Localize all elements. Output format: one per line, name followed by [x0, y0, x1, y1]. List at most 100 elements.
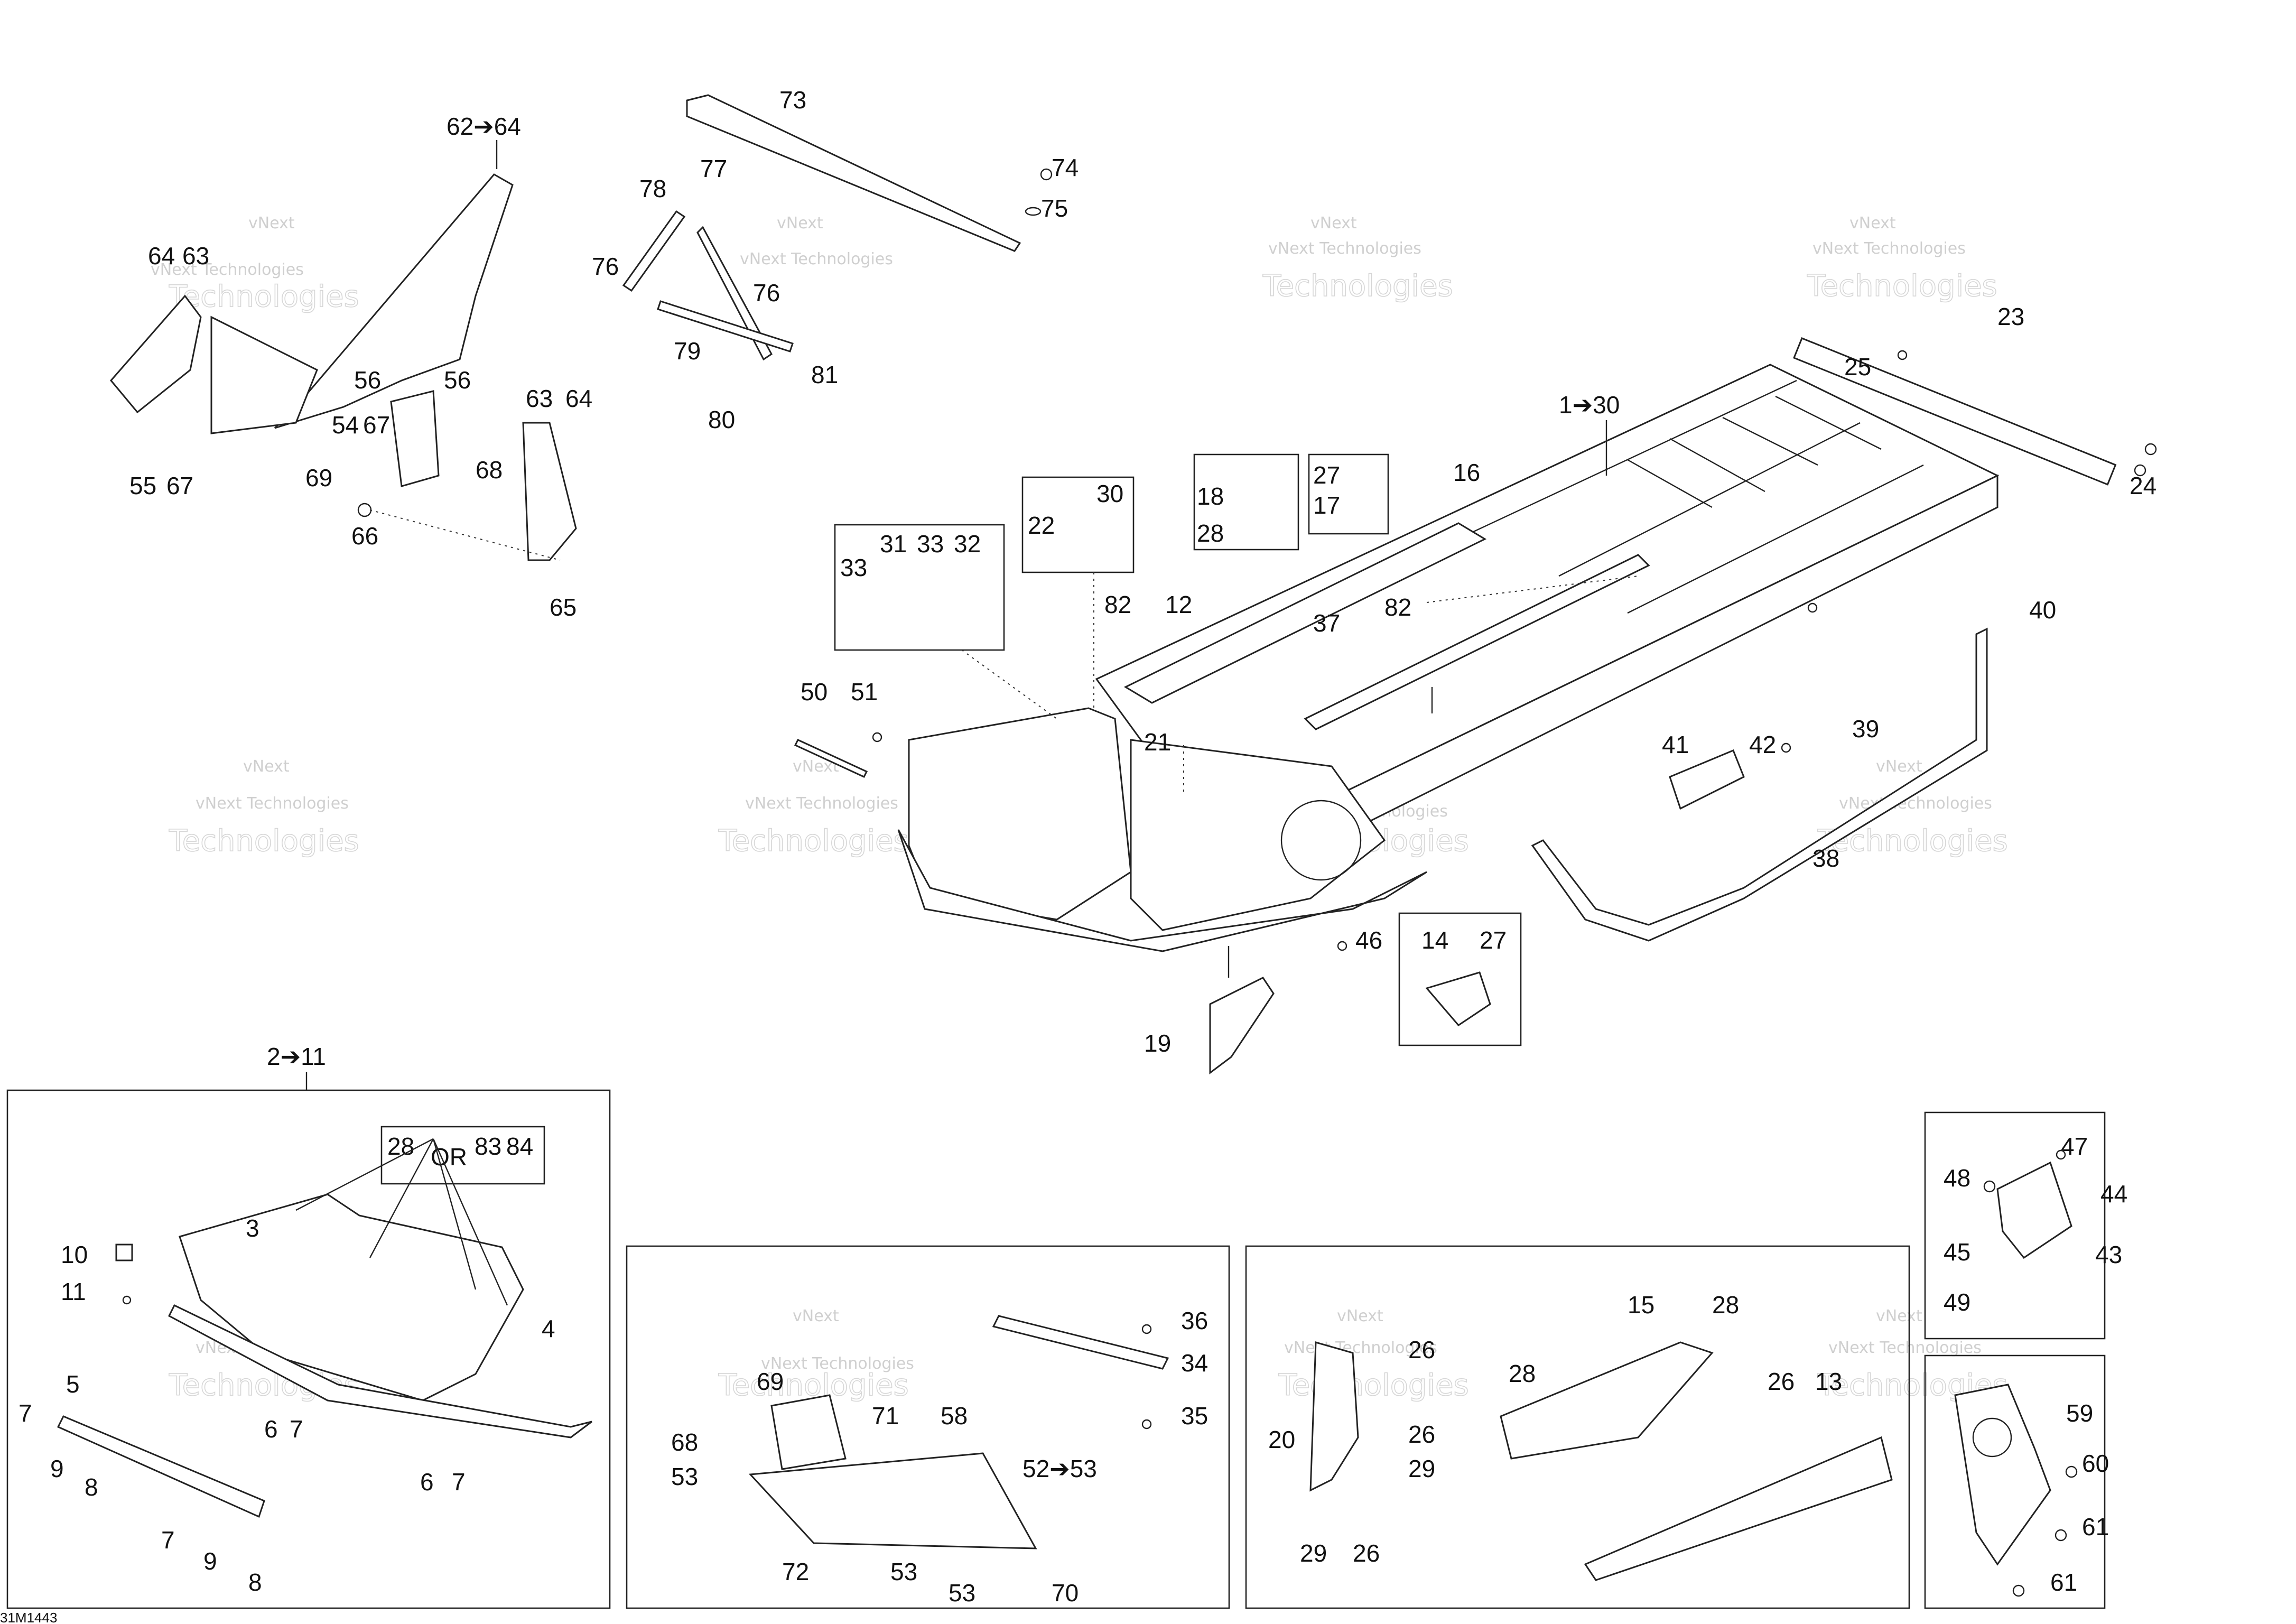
watermark-small-3: vNext Technologies [1812, 239, 1966, 258]
callout-8-a: 8 [85, 1473, 98, 1501]
callout-61-a: 61 [2082, 1513, 2109, 1541]
bolt-61-a [2055, 1529, 2067, 1542]
nut-74 [1040, 168, 1053, 181]
watermark-11: vNext vNext Technologies Technologies [1278, 1307, 1469, 1403]
callout-64-a: 64 [148, 242, 175, 270]
callout-3: 3 [246, 1214, 259, 1242]
callout-63-a: 63 [182, 242, 209, 270]
callout-56-b: 56 [444, 366, 471, 394]
tunnel-rib-1 [1468, 379, 1797, 535]
steering-rods-assembly [622, 94, 1021, 361]
callout-8-b: 8 [248, 1569, 262, 1596]
leader-66 [369, 509, 561, 561]
callout-72: 72 [782, 1558, 809, 1585]
box-front-suspension-support [626, 1245, 1230, 1609]
watermark-1: vNext vNext Technologies Technologies [151, 214, 360, 314]
callout-7-b: 7 [290, 1415, 303, 1443]
front-bulkhead [908, 707, 1132, 921]
callout-65: 65 [550, 593, 577, 621]
callout-26-b: 26 [1408, 1421, 1435, 1448]
watermark-top-4: vNext [777, 214, 823, 233]
callout-75: 75 [1041, 194, 1068, 222]
bolt-36 [1141, 1324, 1152, 1334]
callout-40: 40 [2029, 596, 2056, 624]
callout-68-a: 68 [476, 456, 503, 484]
callout-33-a: 33 [840, 554, 867, 581]
bulkhead-bearing-hole [1280, 800, 1362, 881]
callout-4: 4 [542, 1315, 555, 1342]
callout-25: 25 [1844, 353, 1871, 381]
side-panel-15 [1500, 1341, 1714, 1460]
callout-9-a: 9 [50, 1455, 64, 1482]
side-panel-13 [1584, 1436, 1893, 1581]
bracket-10 [115, 1243, 133, 1261]
tunnel-rib-3 [1627, 464, 1924, 614]
box-fastener-options [380, 1126, 545, 1185]
watermark-small-10: vNext Technologies [761, 1354, 914, 1373]
footrest-41 [1669, 749, 1745, 810]
bracket-59-61-detail [1954, 1384, 2051, 1566]
nut-11 [122, 1295, 132, 1305]
tunnel-frame [897, 337, 2117, 952]
watermark-small-12: vNext Technologies [1828, 1339, 1982, 1357]
callout-45: 45 [1944, 1238, 1970, 1266]
bracket-19 [1209, 977, 1275, 1074]
callout-83: 83 [475, 1133, 501, 1160]
box-nose-assembly [6, 1089, 611, 1609]
leader-fastener-4 [432, 1138, 508, 1306]
callout-78: 78 [639, 175, 666, 202]
bracket-43 [1996, 1161, 2072, 1259]
watermark-top-3: vNext [1849, 214, 1896, 233]
watermark-big-1: Technologies [169, 280, 359, 314]
callout-7-a: 7 [18, 1399, 32, 1427]
callout-30: 30 [1096, 480, 1123, 507]
callout-55: 55 [129, 472, 156, 499]
bolt-61-b [2012, 1584, 2025, 1597]
callout-54: 54 [332, 411, 359, 439]
callout-84: 84 [506, 1133, 533, 1160]
callout-28-d: 28 [1509, 1360, 1536, 1387]
callout-12: 12 [1165, 591, 1192, 618]
callout-1-30: 1➔30 [1559, 391, 1620, 419]
tunnel-rib-2 [1558, 422, 1861, 577]
callout-74: 74 [1052, 154, 1079, 181]
bolt-47 [2056, 1149, 2066, 1160]
callout-31: 31 [880, 530, 907, 558]
callout-80: 80 [708, 406, 735, 433]
bolt-42 [1781, 743, 1791, 753]
callout-29-b: 29 [1300, 1539, 1327, 1567]
watermark-top-1: vNext [248, 214, 295, 233]
bolt-46 [1337, 941, 1347, 951]
callout-43: 43 [2095, 1241, 2122, 1268]
nut-24-b [2134, 464, 2146, 477]
callout-81: 81 [811, 361, 838, 388]
callout-73: 73 [779, 86, 806, 114]
box-bracket-59-61 [1924, 1354, 2106, 1609]
watermark-small-1: vNext Technologies [151, 261, 304, 279]
callout-64-b: 64 [565, 385, 592, 412]
watermark-top-8: vNext [1876, 757, 1922, 776]
callout-7-c: 7 [452, 1468, 466, 1496]
callout-62-64: 62➔64 [447, 113, 521, 140]
callout-34: 34 [1181, 1349, 1208, 1377]
callout-71: 71 [872, 1402, 899, 1430]
callout-51: 51 [851, 678, 878, 706]
leader-fastener-2 [369, 1138, 434, 1258]
callout-82-a: 82 [1104, 591, 1131, 618]
callout-63-b: 63 [526, 385, 553, 412]
watermark-top-10: vNext [793, 1307, 839, 1325]
detail-boxes [6, 453, 2106, 1609]
nose-frame-detail [57, 1193, 592, 1518]
callout-53-b: 53 [890, 1558, 917, 1585]
tunnel-slot-3 [1722, 416, 1818, 466]
callout-53-a: 53 [671, 1463, 698, 1490]
watermark-top-12: vNext [1876, 1307, 1922, 1325]
callout-46: 46 [1355, 926, 1382, 954]
callout-38: 38 [1812, 845, 1839, 872]
nut-66 [357, 503, 372, 517]
callout-24: 24 [2130, 472, 2156, 499]
callout-36: 36 [1181, 1307, 1208, 1334]
rod-50 [794, 739, 868, 778]
callout-9-b: 9 [203, 1547, 217, 1575]
